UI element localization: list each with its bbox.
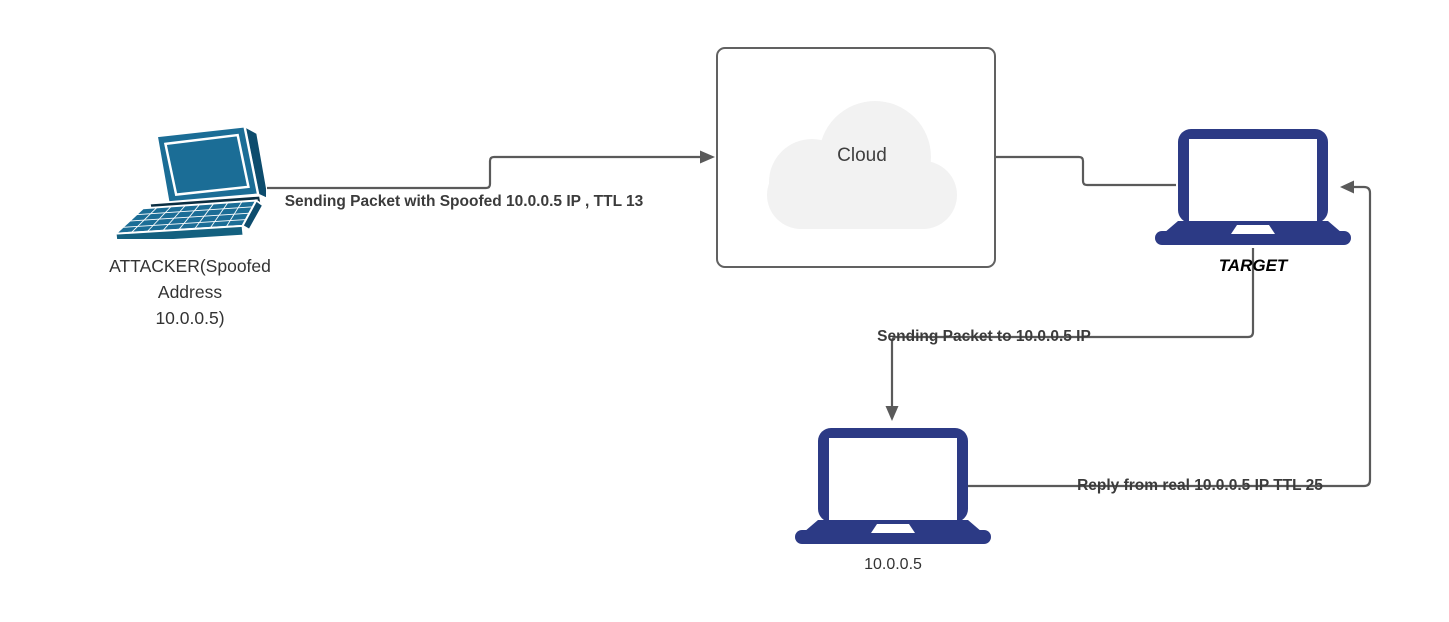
edge-label-sending-packet: Sending Packet to 10.0.0.5 IP [877, 328, 1091, 345]
edge-label-spoofed-packet: Sending Packet with Spoofed 10.0.0.5 IP … [284, 193, 644, 210]
attacker-label: ATTACKER(Spoofed Address 10.0.0.5) [60, 253, 320, 331]
real-host-laptop-icon [795, 428, 991, 544]
attacker-laptop-icon [112, 124, 266, 239]
attacker-label-line: 10.0.0.5) [155, 308, 225, 328]
edge-real-host-to-target [966, 185, 1372, 488]
arrowhead-into-real-host-icon [885, 406, 899, 421]
target-label: TARGET [1218, 256, 1288, 275]
edge-attacker-to-cloud [267, 155, 701, 190]
edge-target-to-real-host [890, 248, 1255, 407]
laptop-3d-icon [112, 124, 266, 239]
cloud-icon: Cloud [767, 101, 957, 229]
laptop-front-icon [1155, 129, 1351, 245]
attacker-label-line: ATTACKER(Spoofed [109, 256, 271, 276]
edge-cloud-to-target [995, 155, 1176, 187]
cloud-container-box: Cloud [716, 47, 996, 268]
arrowhead-into-cloud-icon [700, 150, 715, 164]
cloud-label: Cloud [837, 145, 887, 166]
laptop-front-icon [795, 428, 991, 544]
target-laptop-icon [1155, 129, 1351, 245]
arrowhead-into-target-icon [1340, 180, 1354, 194]
cloud-puff [767, 161, 957, 229]
real-host-label: 10.0.0.5 [864, 556, 922, 573]
edge-label-reply: Reply from real 10.0.0.5 IP TTL 25 [1077, 477, 1323, 494]
attacker-label-line: Address [157, 282, 223, 302]
